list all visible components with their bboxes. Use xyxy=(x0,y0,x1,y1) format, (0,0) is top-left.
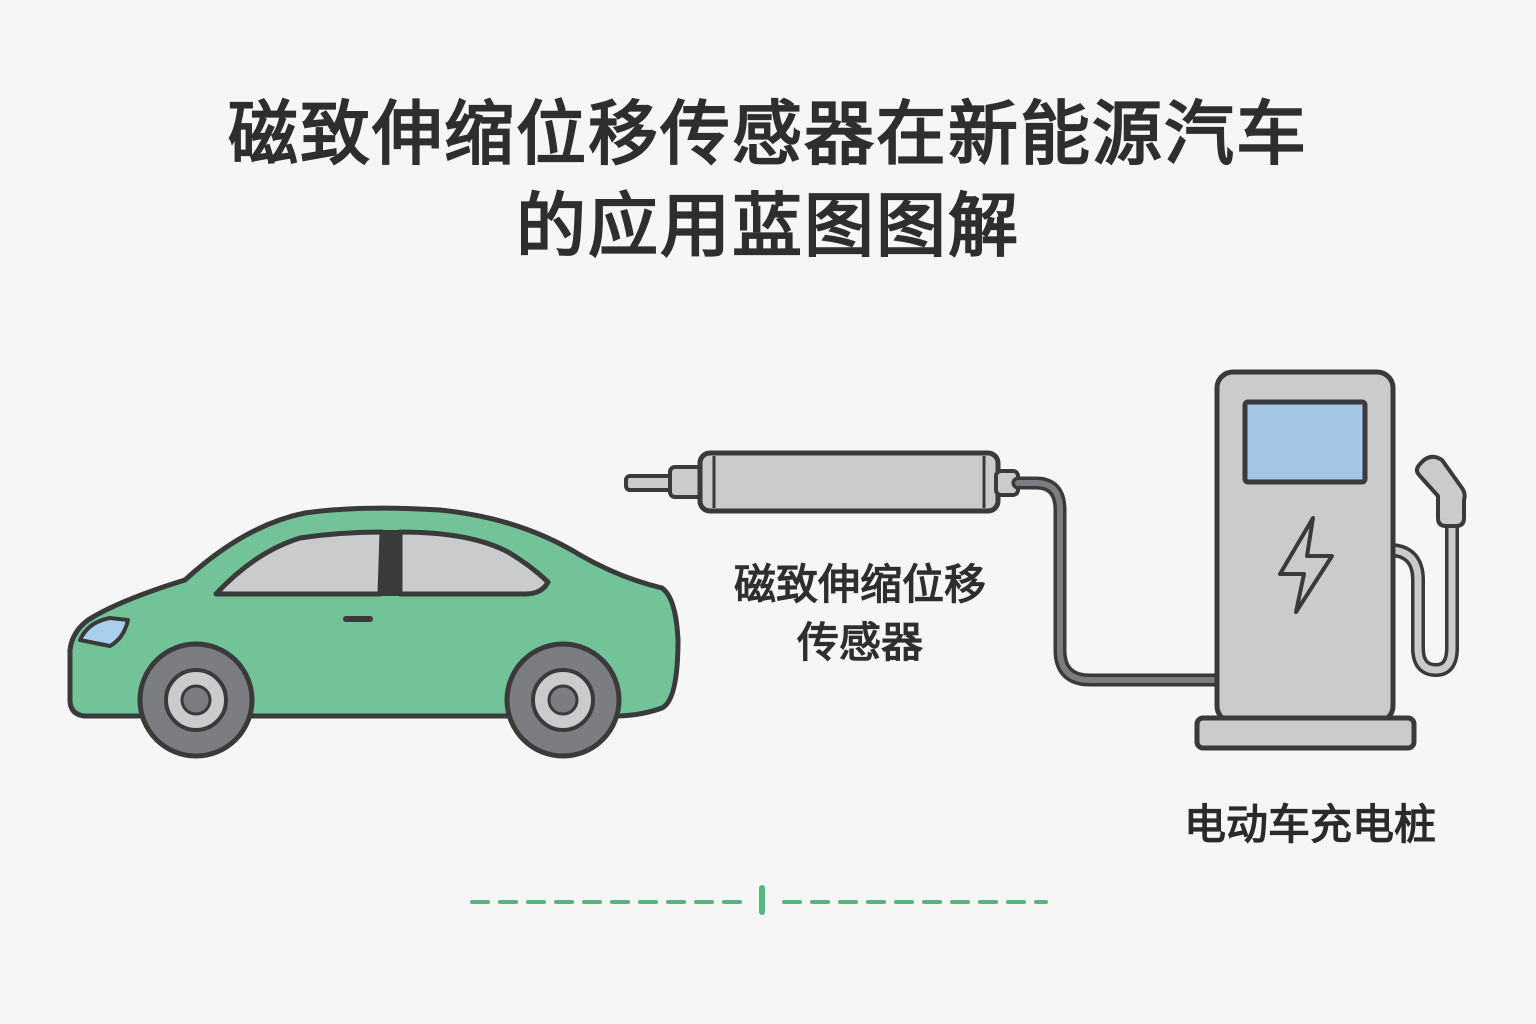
sensor-label-line-1: 磁致伸缩位移 xyxy=(733,560,986,609)
car-headlight xyxy=(78,616,130,648)
page-title: 磁致伸缩位移传感器在新能源汽车 的应用蓝图图解 xyxy=(0,88,1536,272)
displacement-sensor-icon xyxy=(624,450,1020,514)
title-line-1: 磁致伸缩位移传感器在新能源汽车 xyxy=(228,93,1308,175)
car-rear-window xyxy=(397,529,551,597)
car-wheel-front xyxy=(137,641,255,759)
car-window-pillar xyxy=(381,530,400,596)
car-door-handle xyxy=(343,616,373,622)
car-front-window xyxy=(213,529,385,597)
sensor-label: 磁致伸缩位移 传感器 xyxy=(660,556,1060,672)
electric-car-icon xyxy=(67,505,681,759)
station-nozzle xyxy=(1415,454,1467,528)
station-base xyxy=(1194,715,1417,751)
sensor-label-line-2: 传感器 xyxy=(796,618,923,667)
charging-station-icon xyxy=(1194,369,1467,751)
lightning-bolt-icon xyxy=(1278,516,1334,614)
sensor-rod xyxy=(624,474,676,492)
charging-station-label: 电动车充电桩 xyxy=(1183,800,1436,849)
car-wheel-rear xyxy=(504,641,622,759)
title-line-2: 的应用蓝图图解 xyxy=(516,185,1020,267)
dashed-divider xyxy=(470,885,1048,915)
station-screen xyxy=(1242,399,1368,485)
sensor-body xyxy=(697,450,1001,514)
sensor-collar xyxy=(668,465,704,499)
station-hose xyxy=(1385,513,1459,677)
